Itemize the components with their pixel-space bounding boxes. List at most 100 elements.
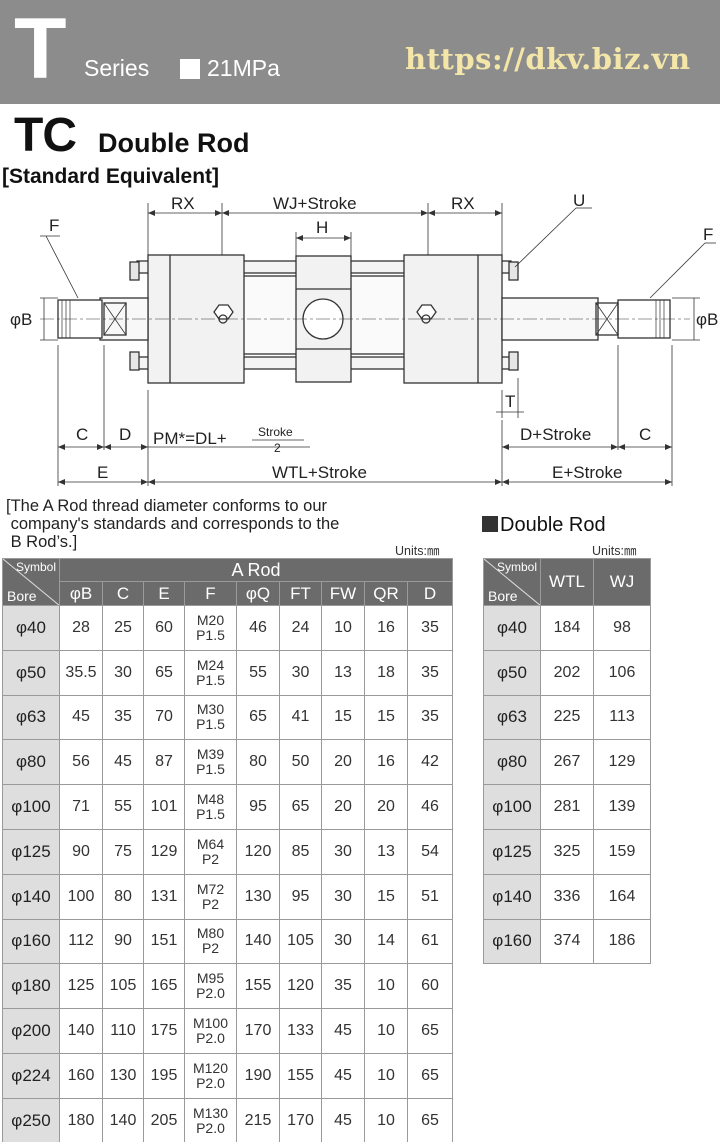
bore-cell: φ200	[2, 1008, 60, 1054]
value-cell: 65	[406, 1008, 454, 1054]
value-cell: 80	[102, 873, 144, 920]
label-rx-left: RX	[171, 194, 195, 213]
value-cell: 215	[236, 1097, 280, 1142]
column-header: WJ	[593, 558, 651, 606]
value-cell: 195	[143, 1052, 185, 1099]
value-cell: 13	[364, 828, 408, 875]
thread-pitch: P2.0	[196, 1074, 225, 1091]
pressure-rating: 21MPa	[207, 55, 280, 81]
note-line-3: B Rod’s.]	[6, 533, 78, 551]
thread-pitch: P2.0	[196, 985, 225, 1002]
value-cell: 65	[236, 694, 280, 741]
bore-cell: φ50	[483, 649, 541, 696]
bore-cell: φ250	[2, 1097, 60, 1142]
thread-size: M72	[196, 880, 225, 897]
thread-note: [The A Rod thread diameter conforms to o…	[6, 497, 396, 551]
value-cell: 155	[279, 1052, 322, 1099]
value-cell: 151	[143, 918, 185, 965]
value-cell: 98	[593, 605, 651, 651]
value-cell: 30	[321, 873, 365, 920]
model-name: Double Rod	[98, 128, 250, 158]
value-cell: 336	[540, 873, 594, 920]
value-cell: 170	[279, 1097, 322, 1142]
column-header: FW	[321, 581, 365, 606]
value-cell: 15	[364, 873, 408, 920]
value-cell: 133	[279, 1008, 322, 1054]
value-cell: 10	[321, 605, 365, 651]
thread-size: M80	[196, 925, 225, 942]
value-cell: 20	[364, 784, 408, 830]
column-header: E	[143, 581, 185, 606]
bore-cell: φ50	[2, 649, 60, 696]
thread-size: M39	[196, 746, 225, 763]
value-cell: 60	[143, 605, 185, 651]
bore-cell: φ224	[2, 1052, 60, 1099]
units-label-b: Units:㎜	[592, 544, 637, 558]
value-cell: 105	[279, 918, 322, 965]
value-cell: 54	[406, 828, 454, 875]
value-cell: 16	[364, 605, 408, 651]
thread-size: M48	[196, 791, 225, 808]
value-cell: 225	[540, 694, 594, 741]
label-rx-right: RX	[451, 194, 475, 213]
model-subtitle: [Standard Equivalent]	[2, 165, 220, 188]
value-cell: 100	[59, 873, 103, 920]
value-cell: 14	[364, 918, 408, 965]
bore-cell: φ40	[2, 605, 60, 651]
series-label: Series	[84, 55, 150, 81]
value-cell: 85	[279, 828, 322, 875]
series-letter: T	[14, 1, 67, 97]
value-cell: 131	[143, 873, 185, 920]
value-cell: 110	[102, 1008, 144, 1054]
double-rod-title: Double Rod	[482, 514, 606, 537]
bore-cell: φ40	[483, 605, 541, 651]
bore-cell: φ80	[483, 739, 541, 786]
value-cell: 10	[364, 1097, 408, 1142]
value-cell: 325	[540, 828, 594, 875]
series-header: T Series 21MPa https://dkv.biz.vn	[0, 0, 720, 104]
a-rod-group-header: A Rod	[58, 558, 454, 582]
value-cell: 120	[279, 963, 322, 1010]
bore-cell: φ80	[2, 739, 60, 786]
bore-cell: φ100	[483, 784, 541, 830]
symbol-bore-header: Symbol Bore	[483, 558, 541, 606]
value-cell: 65	[406, 1052, 454, 1099]
value-cell: 35.5	[59, 649, 103, 696]
square-icon	[180, 59, 200, 79]
column-header: FT	[279, 581, 322, 606]
value-cell: 56	[59, 739, 103, 786]
value-cell: 45	[59, 694, 103, 741]
label-f-right: F	[703, 225, 713, 244]
value-cell: 374	[540, 918, 594, 965]
bore-cell: φ63	[2, 694, 60, 741]
value-cell: 30	[321, 918, 365, 965]
symbol-label: Symbol	[15, 560, 56, 574]
value-cell: 55	[236, 649, 280, 696]
value-cell: 20	[321, 784, 365, 830]
value-cell: 75	[102, 828, 144, 875]
value-cell: 186	[593, 918, 651, 965]
label-c-right: C	[639, 425, 651, 444]
value-cell: 105	[102, 963, 144, 1010]
label-pm-formula: PM*=DL+	[153, 429, 227, 448]
thread-pitch: P2	[201, 850, 220, 867]
value-cell: 202	[540, 649, 594, 696]
symbol-label: Symbol	[496, 560, 537, 574]
value-cell: 46	[236, 605, 280, 651]
value-cell: 35	[406, 605, 454, 651]
value-cell: 160	[59, 1052, 103, 1099]
